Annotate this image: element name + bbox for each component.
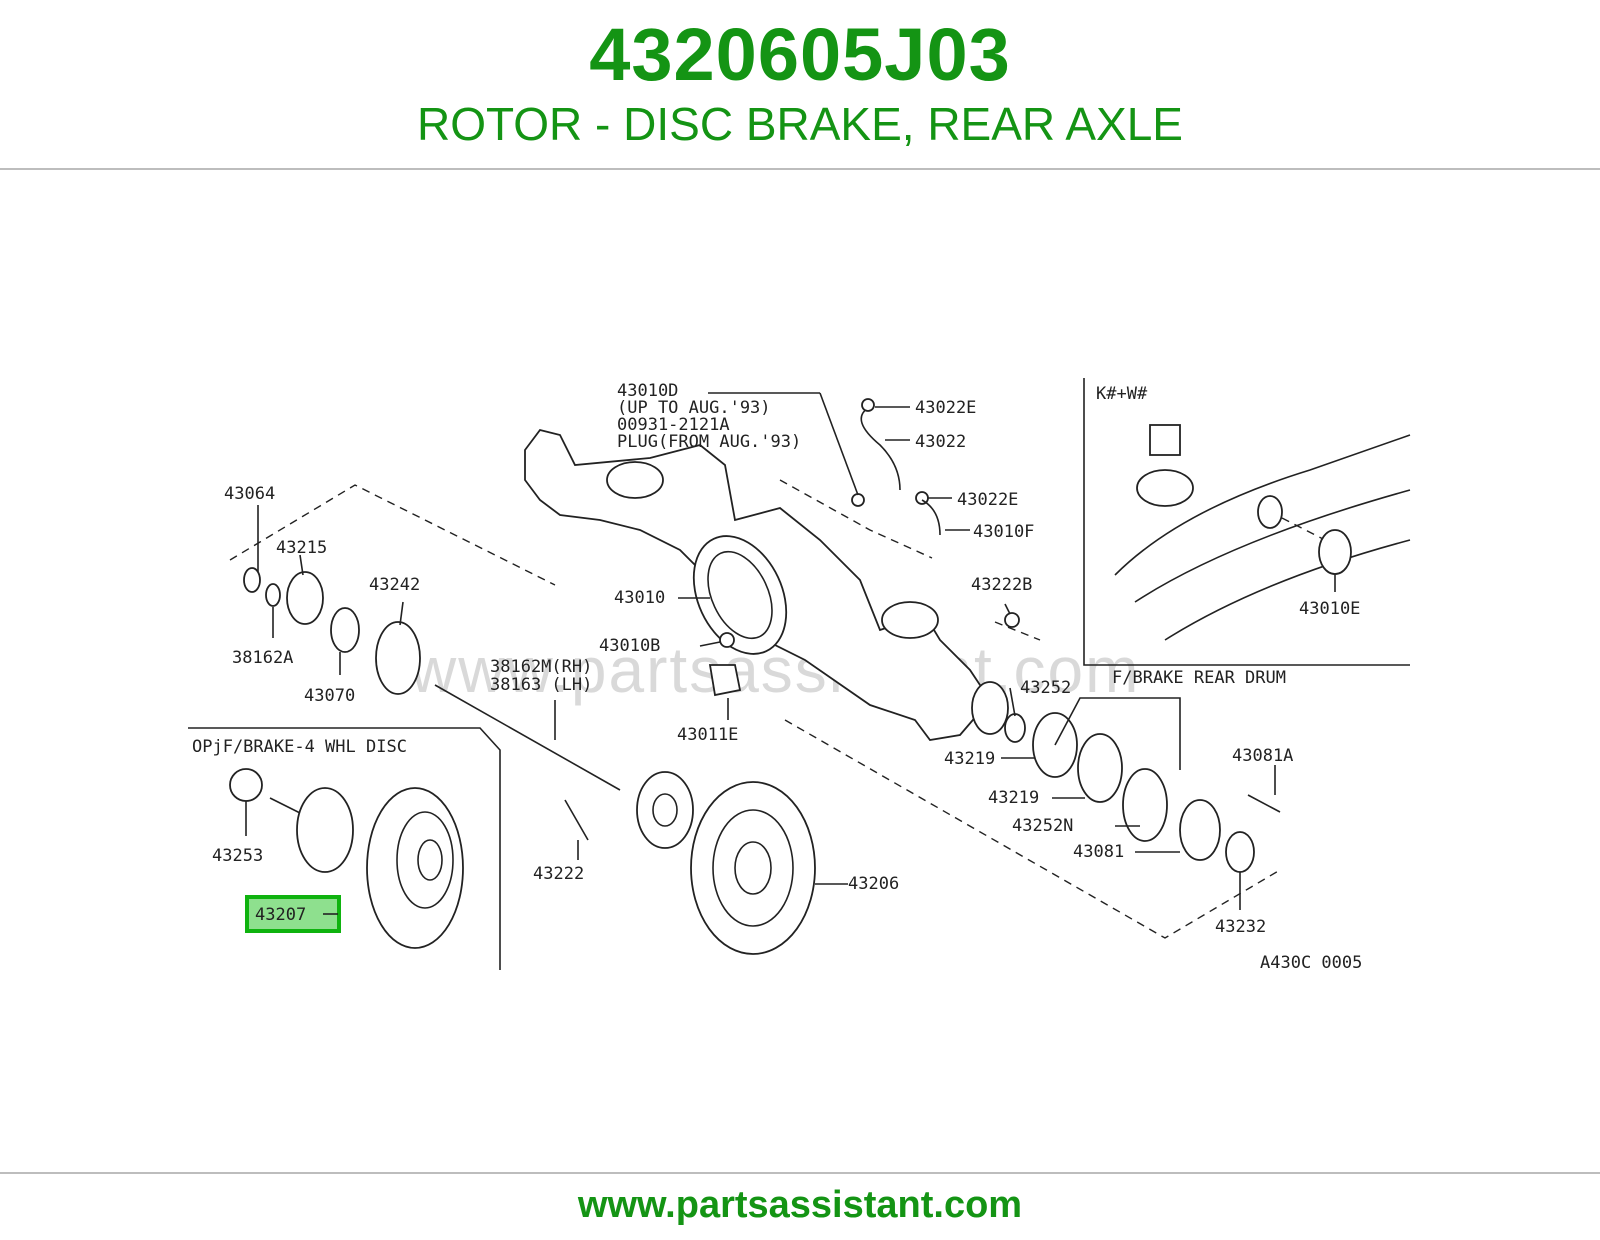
label-up-to-aug-93: (UP TO AUG.'93) — [617, 398, 771, 418]
inset-opening — [1257, 495, 1283, 529]
plug-43010B — [719, 632, 735, 648]
label-f-brake-rear-drum: F/BRAKE REAR DRUM — [1112, 668, 1286, 688]
header-divider — [0, 168, 1600, 170]
inset-box-k — [1083, 378, 1410, 666]
axle-shaft-hub — [652, 793, 678, 827]
nut-43222B — [1004, 612, 1020, 628]
part-number: 4320605J03 — [589, 13, 1011, 96]
bolt-43222 — [564, 799, 589, 841]
brake-drum-hub — [734, 841, 772, 895]
disc-rotor-inner — [396, 811, 454, 909]
part-43242 — [375, 621, 421, 695]
inset-housing — [1136, 469, 1194, 507]
part-38162A — [265, 583, 281, 607]
label-43206: 43206 — [848, 874, 899, 894]
differential-carrier-face — [692, 535, 788, 655]
leader-43222B — [1004, 603, 1011, 615]
label-43081A: 43081A — [1232, 746, 1293, 766]
disc-rotor-hub — [417, 839, 443, 881]
brake-drum — [690, 781, 816, 955]
label-43022E-top: 43022E — [915, 398, 976, 418]
label-43022: 43022 — [915, 432, 966, 452]
part-43252N — [1122, 768, 1168, 842]
label-43242: 43242 — [369, 575, 420, 595]
label-43022E-bottom: 43022E — [957, 490, 1018, 510]
footer-divider — [0, 1172, 1600, 1174]
hub-flange — [296, 787, 354, 873]
axle-shaft-flange — [636, 771, 694, 849]
leader-43242 — [399, 601, 404, 626]
hose-clip-top — [861, 398, 875, 412]
plug-43010D — [851, 493, 865, 507]
breather-connector — [921, 499, 941, 536]
part-43219-b — [1077, 733, 1123, 803]
inset-box-k-title: K#+W# — [1096, 384, 1148, 404]
leader-brake-drum-group — [1054, 697, 1181, 770]
part-43232 — [1225, 831, 1255, 873]
diagram-code: A430C 0005 — [1260, 953, 1362, 973]
dash-left-top — [229, 484, 556, 586]
part-43252 — [1004, 713, 1026, 743]
inset-box-disc-title: OPjF/BRAKE-4 WHL DISC — [192, 737, 407, 757]
label-43011E: 43011E — [677, 725, 738, 745]
label-43010F: 43010F — [973, 522, 1034, 542]
label-38162M: 38162M(RH) — [490, 657, 592, 677]
label-plug-from-aug-93: PLUG(FROM AUG.'93) — [617, 432, 801, 452]
inset-frame-curve-3 — [1164, 539, 1411, 641]
label-43010B: 43010B — [599, 636, 660, 656]
axle-housing-right-tube — [881, 601, 939, 639]
inset-box-disc — [188, 727, 501, 970]
inset-frame-curve — [1114, 434, 1411, 576]
axle-housing-left-tube — [606, 461, 664, 499]
part-43070 — [330, 607, 360, 653]
differential-carrier-opening — [707, 550, 773, 640]
label-43232: 43232 — [1215, 917, 1266, 937]
label-43219-b: 43219 — [988, 788, 1039, 808]
label-43010E: 43010E — [1299, 599, 1360, 619]
part-43215 — [286, 571, 324, 625]
inset-frame-curve-2 — [1134, 489, 1411, 603]
label-43252N: 43252N — [1012, 816, 1073, 836]
inset-bracket — [1149, 424, 1181, 456]
part-43081 — [1179, 799, 1221, 861]
bolt-43081A — [1247, 794, 1281, 813]
label-38163: 38163 (LH) — [490, 675, 592, 695]
part-43064 — [243, 567, 261, 593]
axle-housing-right-flange — [971, 681, 1009, 735]
inset-cap — [1318, 529, 1352, 575]
leader-43010B — [699, 641, 721, 647]
leader-43215 — [299, 554, 304, 576]
page-header: 4320605J03 ROTOR - DISC BRAKE, REAR AXLE — [0, 0, 1600, 168]
label-43207[interactable]: 43207 — [255, 905, 306, 925]
footer-url[interactable]: www.partsassistant.com — [577, 1184, 1023, 1226]
label-43010: 43010 — [614, 588, 665, 608]
label-43081: 43081 — [1073, 842, 1124, 862]
dash-center — [779, 479, 933, 559]
label-00931-2121A: 00931-2121A — [617, 415, 730, 435]
breather-hose — [860, 407, 901, 491]
dash-right-bottom — [784, 719, 1281, 939]
leader-43010D — [819, 392, 859, 496]
label-43222: 43222 — [533, 864, 584, 884]
label-43064: 43064 — [224, 484, 275, 504]
o-ring-43253 — [229, 768, 263, 802]
label-43253: 43253 — [212, 846, 263, 866]
axle-shaft — [434, 684, 621, 791]
leader-43252 — [1009, 687, 1016, 717]
label-38162A: 38162A — [232, 648, 293, 668]
brake-drum-inner — [712, 809, 794, 927]
disc-rotor — [366, 787, 464, 949]
parts-diagram: www.partsassistant.com K#+W# 43010E OPjF… — [180, 340, 1420, 1010]
label-43252: 43252 — [1020, 678, 1071, 698]
label-43010D: 43010D — [617, 381, 678, 401]
part-title: ROTOR - DISC BRAKE, REAR AXLE — [416, 98, 1183, 150]
label-43222B: 43222B — [971, 575, 1032, 595]
diagram-svg: www.partsassistant.com K#+W# 43010E OPjF… — [188, 378, 1411, 973]
label-43070: 43070 — [304, 686, 355, 706]
label-43219-a: 43219 — [944, 749, 995, 769]
bracket-43011E — [708, 664, 742, 697]
label-43215: 43215 — [276, 538, 327, 558]
